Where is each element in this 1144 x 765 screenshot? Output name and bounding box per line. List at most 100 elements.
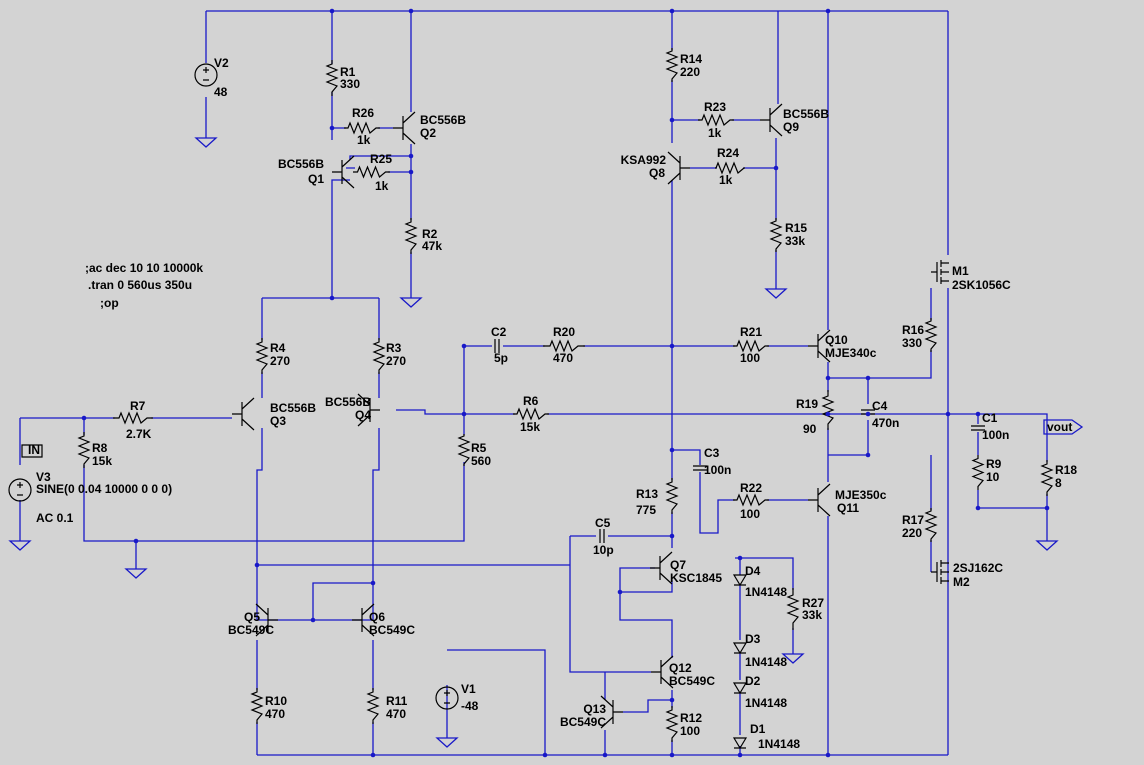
r8-value: 15k [92, 454, 112, 468]
v2-source [194, 63, 218, 87]
v3-ac-value: AC 0.1 [36, 511, 74, 525]
wire [372, 428, 380, 602]
q11-transistor [808, 483, 831, 517]
r14-value: 220 [680, 65, 700, 79]
r2-resistor [404, 218, 418, 254]
r6-resistor [513, 407, 549, 421]
r8-resistor [77, 432, 91, 468]
junction-dot [945, 411, 951, 417]
ground-symbol [1035, 535, 1059, 551]
ground-symbol [764, 283, 788, 299]
q13-transistor [600, 695, 623, 729]
wire [569, 536, 651, 673]
r1-label: R1 [340, 65, 356, 79]
wire [735, 557, 794, 648]
junction-dot [669, 8, 675, 14]
r23-label: R23 [704, 100, 726, 114]
r10-value: 470 [265, 707, 285, 721]
d3-label: D3 [745, 632, 761, 646]
r18-resistor [1040, 460, 1054, 496]
r7-resistor [113, 411, 153, 425]
junction-dot [773, 165, 779, 171]
q5-label: Q5 [244, 610, 260, 624]
q9-transistor [760, 103, 783, 137]
q6-value: BC549C [369, 623, 415, 637]
c3-capacitor [693, 465, 707, 471]
ground-symbol [194, 132, 218, 148]
q11-value: MJE350c [835, 488, 887, 502]
r20-resistor [543, 339, 585, 353]
q4-transistor [357, 393, 380, 427]
ground-symbol [124, 563, 148, 579]
junction-dot [825, 375, 831, 381]
q13-value: BC549C [560, 715, 606, 729]
r6-value: 15k [520, 420, 540, 434]
r8-label: R8 [92, 441, 108, 455]
junctions [81, 8, 1050, 758]
r18-value: 8 [1055, 476, 1062, 490]
r11-label: R11 [386, 694, 408, 708]
junction-dot [975, 505, 981, 511]
v1-label: V1 [461, 682, 476, 696]
wire [346, 155, 411, 173]
c2-label: C2 [491, 325, 507, 339]
r5-label: R5 [471, 441, 487, 455]
q10-label: Q10 [825, 333, 848, 347]
r16-label: R16 [902, 323, 924, 337]
r10-resistor [250, 688, 264, 724]
d4-value: 1N4148 [745, 585, 787, 599]
junction-dot [825, 8, 831, 14]
components [8, 48, 1084, 750]
r16-resistor [924, 318, 938, 352]
q10-transistor [808, 329, 831, 363]
junction-dot [825, 411, 831, 417]
d4-diode [732, 574, 748, 587]
v2-label: V2 [214, 56, 229, 70]
r15-value: 33k [785, 234, 805, 248]
m2-value: 2SJ162C [953, 561, 1003, 575]
junction-dot [542, 752, 548, 758]
r3-label: R3 [386, 341, 402, 355]
ground-symbol [435, 732, 459, 748]
r25-value: 1k [375, 179, 389, 193]
q6-label: Q6 [369, 610, 385, 624]
r24-resistor [715, 161, 745, 175]
r26-resistor [344, 121, 380, 135]
q5-transistor [255, 603, 278, 637]
c5-capacitor [599, 529, 605, 543]
r13-resistor [665, 478, 679, 514]
r4-resistor [255, 338, 269, 374]
q9-label: Q9 [783, 120, 799, 134]
wire [312, 582, 373, 620]
q4-value: BC556B [325, 395, 371, 409]
r26-value: 1k [357, 133, 371, 147]
q2-transistor [393, 111, 416, 145]
junction-dot [669, 752, 675, 758]
q10-value: MJE340c [825, 346, 877, 360]
r13-label: R13 [636, 487, 658, 501]
v3-label: V3 [36, 470, 51, 484]
q2-label: Q2 [420, 126, 436, 140]
q7-value: KSC1845 [670, 571, 722, 585]
wire [978, 413, 1048, 535]
r3-resistor [372, 338, 386, 374]
directive-ac: ;ac dec 10 10 10000k [85, 261, 203, 275]
q8-transistor [667, 151, 690, 185]
r27-resistor [786, 588, 800, 630]
junction-dot [602, 752, 608, 758]
wires [8, 10, 1059, 756]
directive-op: ;op [100, 296, 119, 310]
c4-label: C4 [872, 399, 888, 413]
junction-dot [461, 411, 467, 417]
c3-value: 100n [704, 463, 731, 477]
d4-label: D4 [745, 564, 761, 578]
r22-label: R22 [740, 481, 762, 495]
r1-resistor [325, 60, 339, 96]
junction-dot [865, 411, 871, 417]
d1-diode [732, 737, 748, 750]
junction-dot [408, 169, 414, 175]
junction-dot [669, 117, 675, 123]
d1-label: D1 [750, 722, 766, 736]
junction-dot [825, 752, 831, 758]
q12-label: Q12 [669, 661, 692, 675]
